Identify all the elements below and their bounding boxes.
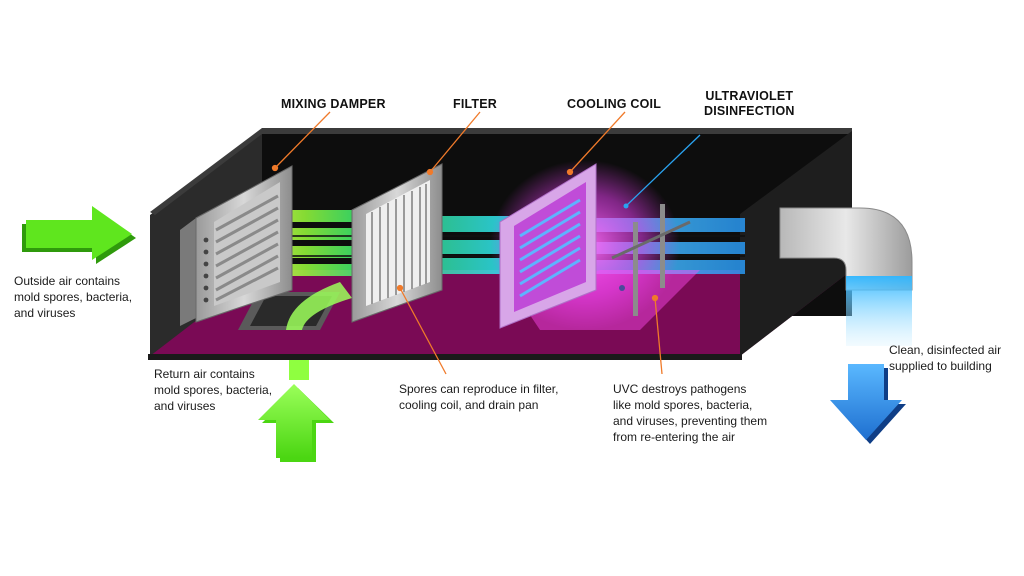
duct-outlet-air: [846, 276, 912, 346]
supply-duct-icon: [779, 207, 913, 346]
leader-mixing-damper: [274, 111, 331, 169]
leader-filter: [429, 111, 481, 173]
caption-return-air: Return air contains mold spores, bacteri…: [154, 367, 273, 413]
filter-face: [366, 180, 430, 306]
filter: [351, 163, 443, 323]
label-mixing-damper: MIXING DAMPER: [281, 97, 386, 111]
arrow-up-icon: [258, 360, 334, 462]
cooling-coil: [499, 163, 597, 329]
uv-lamp-2: [660, 204, 665, 288]
leader-spores: [399, 287, 447, 375]
uv-lamp-bar: [611, 220, 691, 260]
filter-pleats: [371, 184, 427, 304]
leader-cooling-coil: [569, 111, 626, 173]
housing-front-lip: [148, 354, 742, 360]
caption-outside-air: Outside air contains mold spores, bacter…: [14, 274, 133, 320]
damper-blades: [215, 194, 279, 302]
uv-lamp-node: [619, 285, 625, 291]
label-cooling-coil: COOLING COIL: [567, 97, 662, 111]
arrow-right-icon: [22, 206, 136, 264]
uv-lamps: [611, 204, 691, 316]
return-air-stream: [286, 282, 352, 330]
label-filter: FILTER: [453, 97, 498, 111]
return-air-opening: [238, 282, 352, 330]
damper-side: [180, 218, 196, 326]
leader-uvc: [654, 297, 663, 375]
coil-face: [514, 182, 586, 312]
caption-uvc: UVC destroys pathogens like mold spores,…: [613, 382, 768, 444]
caption-clean-air: Clean, disinfected air supplied to build…: [889, 343, 1002, 373]
mixing-damper: [180, 165, 293, 326]
uv-lamp-1: [633, 222, 638, 316]
caption-spores: Spores can reproduce in filter, cooling …: [399, 382, 559, 412]
leader-lines: [271, 111, 663, 375]
damper-rivets: [203, 237, 209, 303]
arrow-down-icon: [830, 364, 906, 444]
label-uv-disinfection: ULTRAVIOLET DISINFECTION: [704, 89, 795, 118]
coil-tubes: [519, 198, 581, 298]
leader-uv-disinfection: [625, 134, 701, 207]
